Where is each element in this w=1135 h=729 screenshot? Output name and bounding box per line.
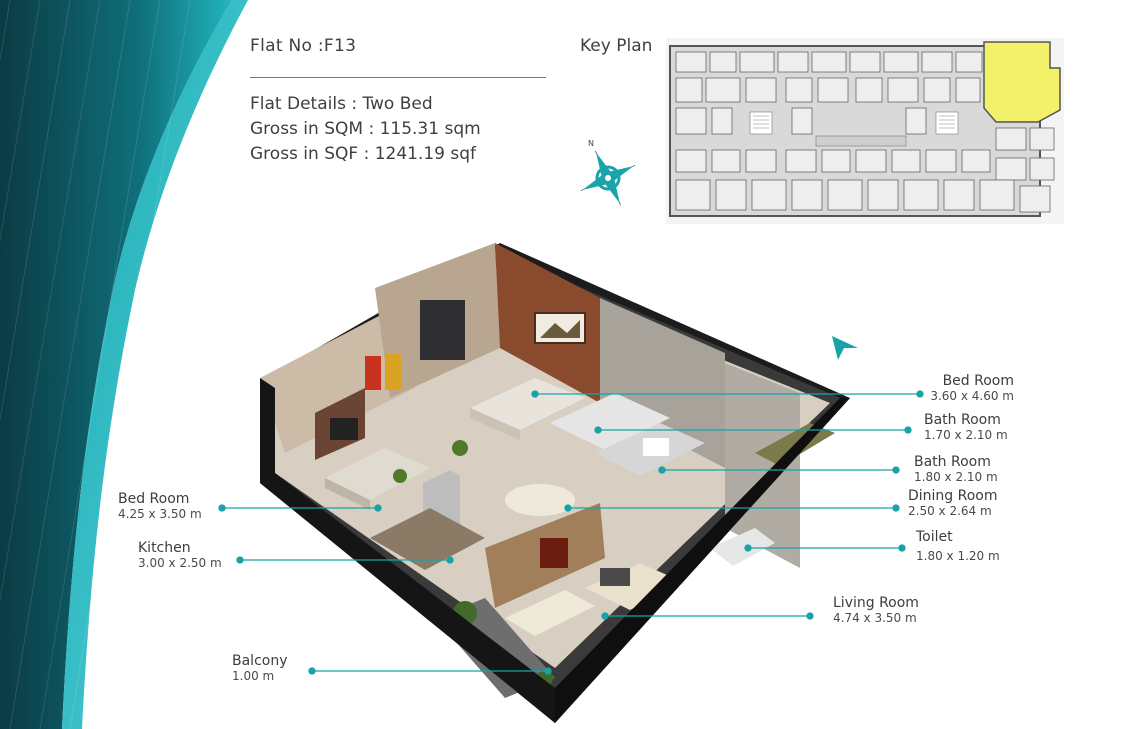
flat-details: Flat Details : Two Bed Gross in SQM : 11… bbox=[250, 92, 481, 167]
bath-room-1-size: 1.70 x 2.10 m bbox=[924, 428, 1008, 442]
bed-room-2-size: 4.25 x 3.50 m bbox=[118, 507, 202, 521]
dining-room-size: 2.50 x 2.64 m bbox=[908, 504, 992, 518]
dining-room-callout: Dining Room 2.50 x 2.64 m bbox=[908, 488, 998, 519]
compass-rose-icon: N bbox=[580, 139, 636, 206]
gross-sqm-line: Gross in SQM : 115.31 sqm bbox=[250, 119, 481, 139]
key-plan-label: Key Plan bbox=[580, 36, 653, 56]
toilet-size: 1.80 x 1.20 m bbox=[916, 549, 1000, 563]
compass-north-label: N bbox=[588, 139, 594, 148]
bed-room-2-callout: Bed Room 4.25 x 3.50 m bbox=[118, 491, 202, 522]
title-divider bbox=[250, 77, 546, 78]
bath-room-2-size: 1.80 x 2.10 m bbox=[914, 470, 998, 484]
living-room-callout: Living Room 4.74 x 3.50 m bbox=[833, 595, 919, 626]
bath-room-2-callout: Bath Room 1.80 x 2.10 m bbox=[914, 454, 998, 485]
bed-room-1-callout: Bed Room 3.60 x 4.60 m bbox=[900, 373, 1014, 404]
kitchen-callout: Kitchen 3.00 x 2.50 m bbox=[138, 540, 222, 571]
toilet-callout: Toilet 1.80 x 1.20 m bbox=[916, 529, 1000, 564]
toilet-name: Toilet bbox=[916, 529, 953, 545]
gross-sqf-line: Gross in SQF : 1241.19 sqf bbox=[250, 144, 477, 164]
living-room-size: 4.74 x 3.50 m bbox=[833, 611, 917, 625]
bath-room-1-name: Bath Room bbox=[924, 412, 1001, 428]
balcony-size: 1.00 m bbox=[232, 669, 275, 683]
flat-type-line: Flat Details : Two Bed bbox=[250, 94, 433, 114]
bath-room-1-callout: Bath Room 1.70 x 2.10 m bbox=[924, 412, 1008, 443]
balcony-name: Balcony bbox=[232, 653, 288, 669]
decorative-swoosh bbox=[0, 0, 248, 729]
flat-number: Flat No :F13 bbox=[250, 36, 357, 56]
balcony-callout: Balcony 1.00 m bbox=[232, 653, 288, 684]
isometric-floor-plan bbox=[260, 243, 850, 723]
bed-room-1-size: 3.60 x 4.60 m bbox=[930, 389, 1014, 403]
dining-room-name: Dining Room bbox=[908, 488, 998, 504]
direction-arrow-icon bbox=[832, 336, 858, 360]
living-room-name: Living Room bbox=[833, 595, 919, 611]
kitchen-size: 3.00 x 2.50 m bbox=[138, 556, 222, 570]
bath-room-2-name: Bath Room bbox=[914, 454, 991, 470]
kitchen-name: Kitchen bbox=[138, 540, 191, 556]
key-plan-drawing bbox=[666, 38, 1064, 224]
bed-room-2-name: Bed Room bbox=[118, 491, 190, 507]
bed-room-1-name: Bed Room bbox=[942, 373, 1014, 389]
